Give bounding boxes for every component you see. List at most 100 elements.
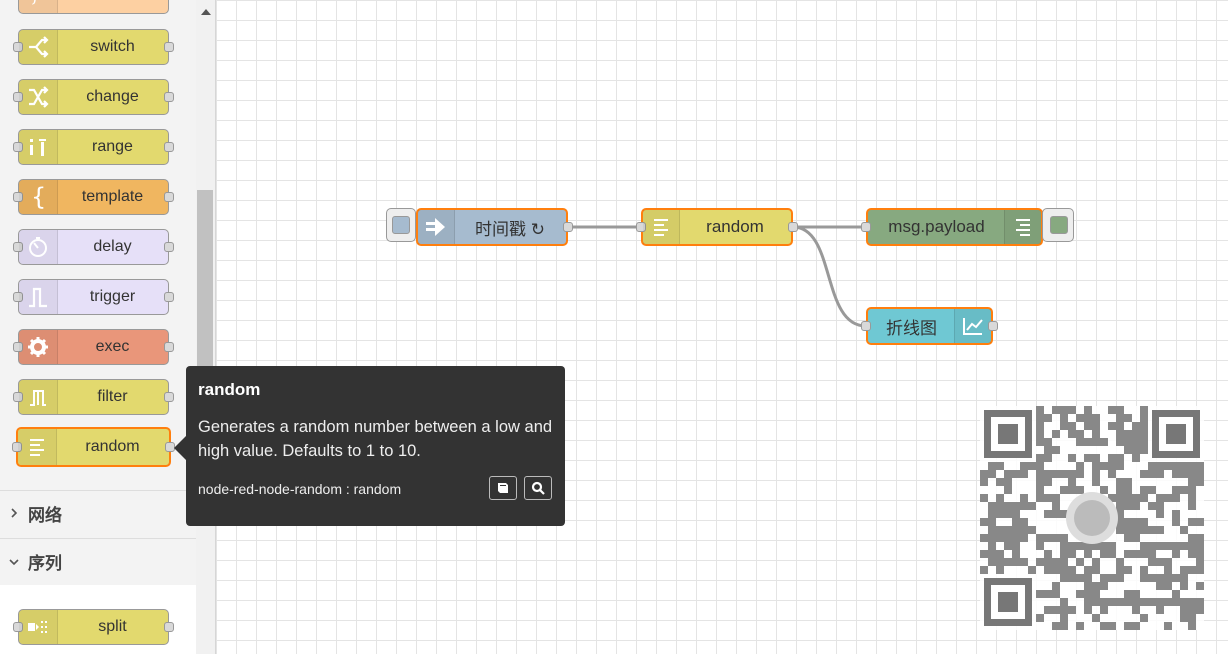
input-port <box>13 342 23 352</box>
qr-module <box>1196 478 1204 486</box>
qr-module <box>1092 614 1100 622</box>
qr-module <box>1132 518 1140 526</box>
qr-module <box>1092 590 1100 598</box>
qr-module <box>1116 414 1124 422</box>
palette-scrollbar[interactable] <box>196 0 216 654</box>
qr-module <box>1044 470 1052 478</box>
qr-module <box>1124 566 1132 574</box>
qr-module <box>1084 542 1092 550</box>
qr-module <box>1140 470 1148 478</box>
qr-module <box>1156 558 1164 566</box>
qr-module <box>1140 406 1148 414</box>
qr-module <box>1100 574 1108 582</box>
input-port <box>13 392 23 402</box>
qr-module <box>1052 470 1060 478</box>
qr-module <box>1148 542 1156 550</box>
flow-node-debug[interactable]: msg.payload <box>861 208 1043 246</box>
qr-module <box>1172 542 1180 550</box>
search-icon[interactable] <box>524 476 552 500</box>
wire[interactable] <box>792 225 867 328</box>
flow-node-timestamp[interactable]: 时间戳 ↻ <box>416 208 573 246</box>
palette-node-label: delay <box>93 238 132 255</box>
flow-workspace[interactable]: 时间戳 ↻ random msg.payload 折线图 <box>216 0 1228 654</box>
qr-module <box>1156 470 1164 478</box>
palette-node-random[interactable]: random <box>12 427 175 467</box>
qr-module <box>1092 454 1100 462</box>
qr-module <box>1036 454 1044 462</box>
qr-module <box>1084 590 1092 598</box>
palette-node-split[interactable]: split <box>13 609 174 645</box>
qr-module <box>1044 550 1052 558</box>
qr-module <box>1092 582 1100 590</box>
debug-toggle-button[interactable] <box>1042 208 1074 242</box>
palette-node-trigger[interactable]: trigger <box>13 279 174 315</box>
category-label: 序列 <box>28 554 62 573</box>
category-sequence[interactable]: 序列 <box>0 538 196 584</box>
qr-module <box>1188 470 1196 478</box>
qr-module <box>1172 574 1180 582</box>
qr-module <box>1132 502 1140 510</box>
qr-module <box>1148 574 1156 582</box>
qr-module <box>1172 462 1180 470</box>
input-port <box>13 92 23 102</box>
palette-node-change[interactable]: change <box>13 79 174 115</box>
palette-node-delay[interactable]: delay <box>13 229 174 265</box>
qr-module <box>996 462 1004 470</box>
qr-module <box>1116 486 1124 494</box>
qr-module <box>1172 518 1180 526</box>
qr-module <box>1180 598 1188 606</box>
qr-module <box>1188 502 1196 510</box>
scroll-thumb[interactable] <box>197 190 213 390</box>
category-network[interactable]: 网络 <box>0 490 196 536</box>
palette-node-range[interactable]: range <box>13 129 174 165</box>
qr-module <box>1036 462 1044 470</box>
palette-node-template[interactable]: { template <box>13 179 174 215</box>
tooltip-title: random <box>198 380 261 399</box>
qr-module <box>1092 422 1100 430</box>
qr-module <box>980 470 988 478</box>
qr-module <box>1188 606 1196 614</box>
qr-module <box>1164 494 1172 502</box>
qr-module <box>1156 494 1164 502</box>
book-icon[interactable] <box>489 476 517 500</box>
qr-module <box>1116 558 1124 566</box>
qr-module <box>1124 598 1132 606</box>
qr-module <box>1084 574 1092 582</box>
qr-module <box>1076 590 1084 598</box>
qr-module <box>1060 566 1068 574</box>
output-port <box>788 222 798 232</box>
qr-module <box>988 510 996 518</box>
qr-module <box>1060 606 1068 614</box>
qr-module <box>1012 550 1020 558</box>
filter-icon <box>19 380 58 414</box>
qr-module <box>1164 622 1172 630</box>
input-port <box>13 42 23 52</box>
qr-module <box>1196 534 1204 542</box>
qr-module <box>1116 438 1124 446</box>
qr-module <box>1052 406 1060 414</box>
qr-module <box>1124 430 1132 438</box>
inject-trigger-button[interactable] <box>386 208 416 242</box>
palette-node-exec[interactable]: exec <box>13 329 174 365</box>
palette-node-switch[interactable]: switch <box>13 29 174 65</box>
qr-code-image <box>980 406 1204 630</box>
palette-node-filter[interactable]: filter <box>13 379 174 415</box>
palette-node-label: filter <box>97 388 128 405</box>
qr-module <box>1060 486 1068 494</box>
qr-module <box>1020 518 1028 526</box>
qr-module <box>1108 494 1116 502</box>
switch-icon <box>19 30 58 64</box>
qr-module <box>1084 606 1092 614</box>
qr-module <box>980 550 988 558</box>
qr-module <box>1188 486 1196 494</box>
flow-node-chart[interactable]: 折线图 <box>861 307 998 345</box>
flow-node-random[interactable]: random <box>636 208 798 246</box>
qr-module <box>1180 574 1188 582</box>
qr-module <box>1012 558 1020 566</box>
qr-module <box>1044 494 1052 502</box>
qr-module <box>1092 414 1100 422</box>
palette-node-function[interactable]: f function <box>18 0 169 14</box>
scroll-up-arrow-icon[interactable] <box>201 9 211 15</box>
qr-module <box>996 502 1004 510</box>
qr-module <box>1124 534 1132 542</box>
